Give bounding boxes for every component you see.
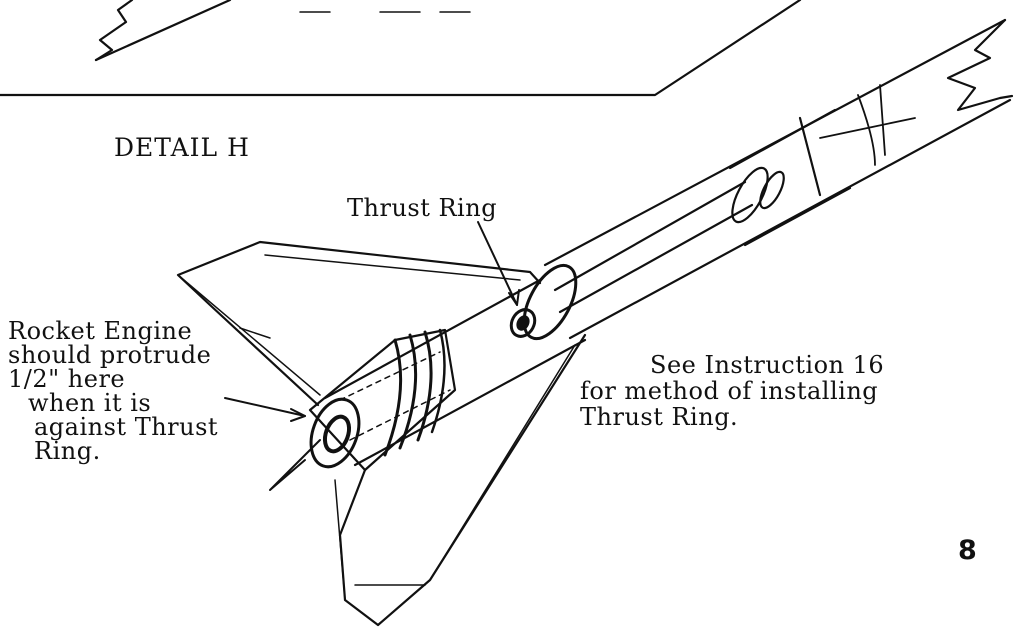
upper-coupler: [728, 108, 852, 247]
thrust-ring-hole: [516, 315, 530, 331]
engine-nozzle-inner: [322, 414, 352, 454]
fin-upper: [176, 240, 542, 407]
engine-note-line-3: 1/2" here: [8, 365, 126, 393]
fin-lower: [338, 333, 587, 627]
upper-coupler-bands: [819, 84, 916, 166]
lower-tube-top: [323, 278, 542, 400]
instruction-note-line-1: See Instruction 16: [650, 351, 885, 379]
top-panel-inner-line: [94, 0, 232, 62]
body-tube-torn-end: [946, 18, 1014, 112]
engine-arrowhead: [290, 408, 306, 422]
engine-band-3: [416, 330, 433, 442]
top-panel-outline: [0, 0, 802, 97]
instruction-note-line-2: for method of installing: [580, 377, 879, 405]
engine-note-line-2: should protrude: [8, 341, 212, 369]
engine-band-2: [398, 333, 418, 450]
engine-note-line-4: when it is: [28, 389, 152, 417]
fin-lower-outer: [334, 479, 346, 601]
fin-lower-inner: [354, 344, 576, 586]
engine-band-1: [383, 338, 403, 457]
engine-note-pointer: [239, 327, 271, 339]
fin-upper-edge: [177, 274, 321, 396]
engine-dashed-line: [339, 351, 451, 441]
engine-band-4: [430, 328, 446, 434]
engine-leader: [224, 397, 306, 417]
thrust-ring-outer: [522, 263, 578, 341]
engine-note-line-5: against Thrust: [34, 413, 219, 441]
centering-ring-upper: [731, 166, 769, 224]
thrust-ring-leader: [477, 221, 518, 306]
instruction-note: See Instruction 16 for method of install…: [580, 352, 884, 430]
engine-nozzle-outer: [309, 397, 361, 469]
top-panel-torn-edge: [94, 0, 134, 62]
engine-mount-tube-bottom: [558, 203, 754, 314]
fin-upper-inner: [264, 254, 521, 281]
thrust-ring-inner: [509, 308, 537, 338]
engine-casing: [308, 328, 457, 472]
body-tube-bottom-edge: [568, 98, 1012, 340]
engine-note-line-6: Ring.: [34, 437, 101, 465]
thrust-ring-arrowhead: [508, 289, 520, 306]
thrust-ring-label: Thrust Ring: [347, 194, 498, 222]
page-number: 8: [958, 535, 977, 566]
detail-title: DETAIL H: [114, 133, 250, 162]
engine-protrusion-note: Rocket Engine should protrude 1/2" here …: [8, 317, 219, 465]
engine-mount-tube-top: [553, 180, 747, 292]
centering-ring-upper-inner: [759, 170, 785, 210]
fin-side: [269, 439, 321, 491]
instruction-note-line-3: Thrust Ring.: [580, 403, 739, 431]
engine-note-line-1: Rocket Engine: [8, 317, 193, 345]
